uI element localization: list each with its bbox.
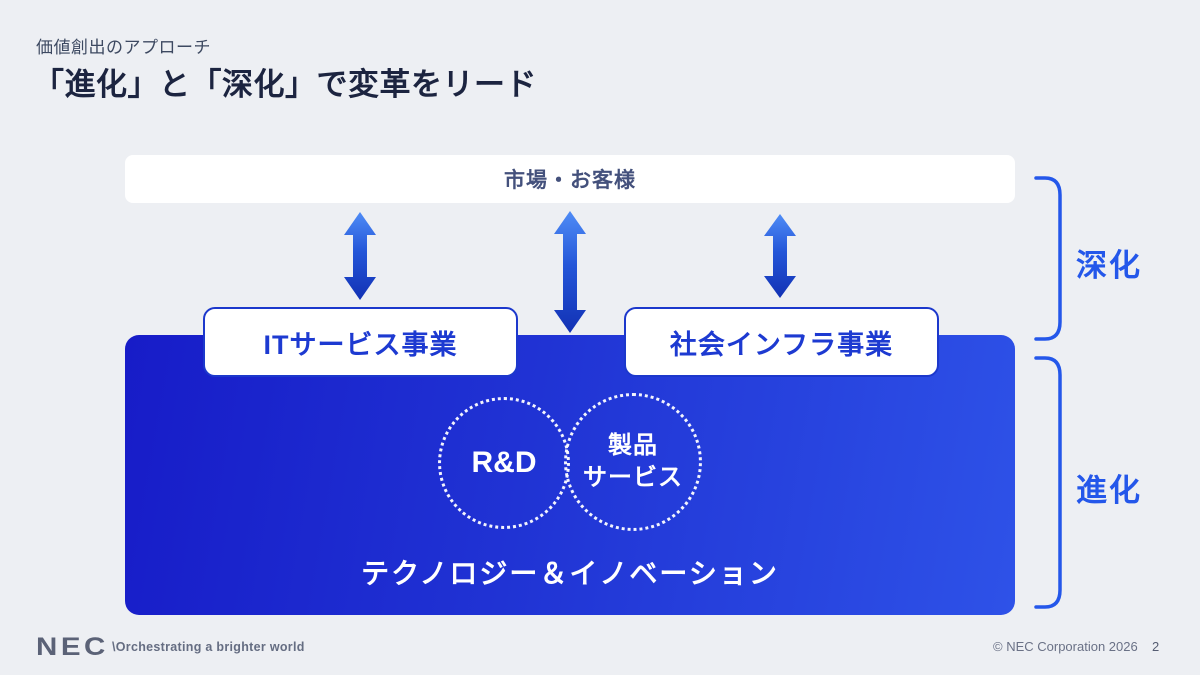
- evolution-label: 進化: [1076, 473, 1142, 508]
- bracket-icon-top: [1033, 175, 1064, 347]
- double-arrow-icon-right: [763, 214, 797, 303]
- page-number: 2: [1152, 639, 1160, 654]
- technology-innovation-label: テクノロジー＆イノベーション: [361, 558, 779, 589]
- copyright-text: © NEC Corporation 2026: [993, 639, 1138, 654]
- market-customers-box: 市場・お客様: [125, 155, 1015, 203]
- slide-kicker: 価値創出のアプローチ: [36, 38, 211, 57]
- double-arrow-icon-left: [343, 212, 377, 305]
- market-customers-label: 市場・お客様: [504, 169, 636, 192]
- it-services-label: ITサービス事業: [263, 329, 458, 360]
- products-label-line2: サービス: [583, 464, 683, 491]
- page-title: 「進化」と「深化」で変革をリード: [33, 67, 537, 102]
- bracket-icon-bottom: [1033, 355, 1064, 615]
- brand-tagline: \Orchestrating a brighter world: [112, 640, 305, 654]
- rd-dotted-circle: R&D: [438, 397, 570, 529]
- deepening-label: 深化: [1076, 248, 1142, 283]
- products-label-line1: 製品: [608, 431, 658, 459]
- it-services-box: ITサービス事業: [203, 307, 518, 377]
- rd-label: R&D: [471, 446, 537, 479]
- products-services-label: 製品 サービス: [583, 430, 683, 495]
- double-arrow-icon-middle: [553, 211, 587, 338]
- nec-logo: NEC: [36, 633, 109, 661]
- products-services-dotted-circle: 製品 サービス: [564, 393, 702, 531]
- social-infrastructure-box: 社会インフラ事業: [624, 307, 939, 377]
- social-infrastructure-label: 社会インフラ事業: [669, 329, 894, 360]
